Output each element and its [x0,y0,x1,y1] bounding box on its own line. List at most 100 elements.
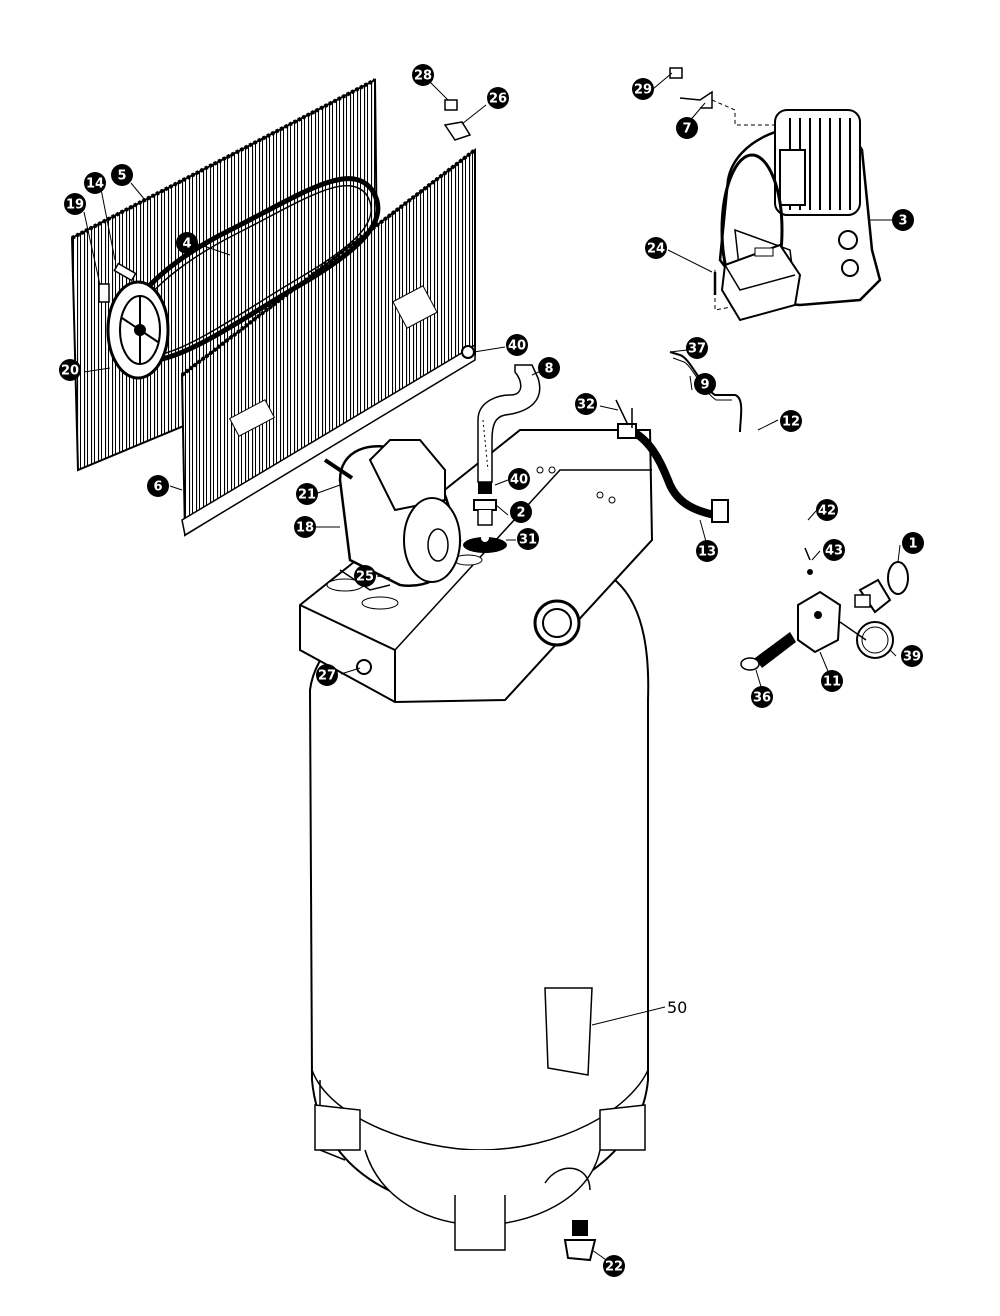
callout-18: 18 [294,516,316,538]
callout-1: 1 [902,532,924,554]
unloader-tube [669,351,743,433]
callout-22: 22 [603,1255,625,1277]
callout-number: 42 [818,504,836,519]
callout-40: 40 [506,334,528,356]
callout-5: 5 [111,164,133,186]
callout-badge [694,373,716,395]
callout-badge [487,87,509,109]
callout-badge [59,359,81,381]
callout-number: 29 [634,83,652,98]
label-50: 50 [667,998,687,1017]
callout-number: 24 [647,242,665,257]
callout-badge [751,686,773,708]
callout-36: 36 [751,686,773,708]
callout-number: 31 [519,533,537,548]
callout-28: 28 [412,64,434,86]
callout-badge [823,539,845,561]
callout-21: 21 [296,483,318,505]
callout-11: 11 [821,670,843,692]
callout-37: 37 [686,337,708,359]
callout-42: 42 [816,499,838,521]
callout-number: 27 [318,669,336,684]
callout-number: 9 [700,378,709,393]
callout-badge [821,670,843,692]
callout-number: 43 [825,544,843,559]
safety-valve [740,632,796,671]
callout-badge [412,64,434,86]
callout-number: 5 [117,169,126,184]
callout-27: 27 [316,664,338,686]
callout-layer: 2972826324514194204083793212621402183113… [59,64,924,1277]
flywheel-pulley [106,280,170,380]
callout-9: 9 [694,373,716,395]
callout-number: 26 [489,92,507,107]
guard-nut [461,345,475,359]
callout-badge [575,393,597,415]
callout-number: 7 [682,122,691,137]
callout-number: 21 [298,488,316,503]
callout-badge [686,337,708,359]
callout-6: 6 [147,475,169,497]
callout-7: 7 [676,117,698,139]
callout-31: 31 [517,528,539,550]
callout-badge [84,172,106,194]
callout-2: 2 [510,501,532,523]
callout-3: 3 [892,209,914,231]
callout-badge [506,334,528,356]
callout-14: 14 [84,172,106,194]
callout-badge [111,164,133,186]
callout-39: 39 [901,645,923,667]
callout-badge [696,540,718,562]
callout-number: 3 [898,214,907,229]
pressure-gauge [856,621,894,659]
tank-label-50 [544,987,593,1076]
callout-badge [517,528,539,550]
callout-badge [603,1255,625,1277]
callout-13: 13 [696,540,718,562]
callout-32: 32 [575,393,597,415]
discharge-tube [477,364,541,483]
callout-number: 28 [414,69,432,84]
callout-4: 4 [176,232,198,254]
callout-badge [816,499,838,521]
drain-valve [563,1220,597,1262]
callout-12: 12 [780,410,802,432]
manifold-block [797,590,867,654]
electric-motor [323,439,462,591]
pressure-hose [628,426,716,519]
callout-43: 43 [823,539,845,561]
callout-number: 36 [753,691,771,706]
callout-8: 8 [538,357,560,379]
callout-badge [354,565,376,587]
callout-badge [902,532,924,554]
callout-badge [64,193,86,215]
callout-number: 11 [823,675,841,690]
callout-badge [632,78,654,100]
tank-platform [299,429,654,704]
callout-badge [316,664,338,686]
set-screw [98,283,110,303]
pulley-key [113,262,137,282]
screw-29 [669,67,683,79]
pump-bracket [679,90,713,109]
callout-number: 39 [903,650,921,665]
callout-number: 4 [182,237,191,252]
callout-number: 40 [508,339,526,354]
callout-number: 40 [510,473,528,488]
callout-badge [780,410,802,432]
callout-badge [645,237,667,259]
air-tank [308,569,650,1251]
callout-number: 37 [688,342,706,357]
callout-number: 22 [605,1260,623,1275]
callout-badge [296,483,318,505]
callout-number: 13 [698,545,716,560]
tee-fitting [854,561,909,614]
callout-19: 19 [64,193,86,215]
callout-number: 19 [66,198,84,213]
callout-number: 12 [782,415,800,430]
callout-number: 20 [61,364,79,379]
callout-number: 32 [577,398,595,413]
belt-guard-front [180,147,477,537]
